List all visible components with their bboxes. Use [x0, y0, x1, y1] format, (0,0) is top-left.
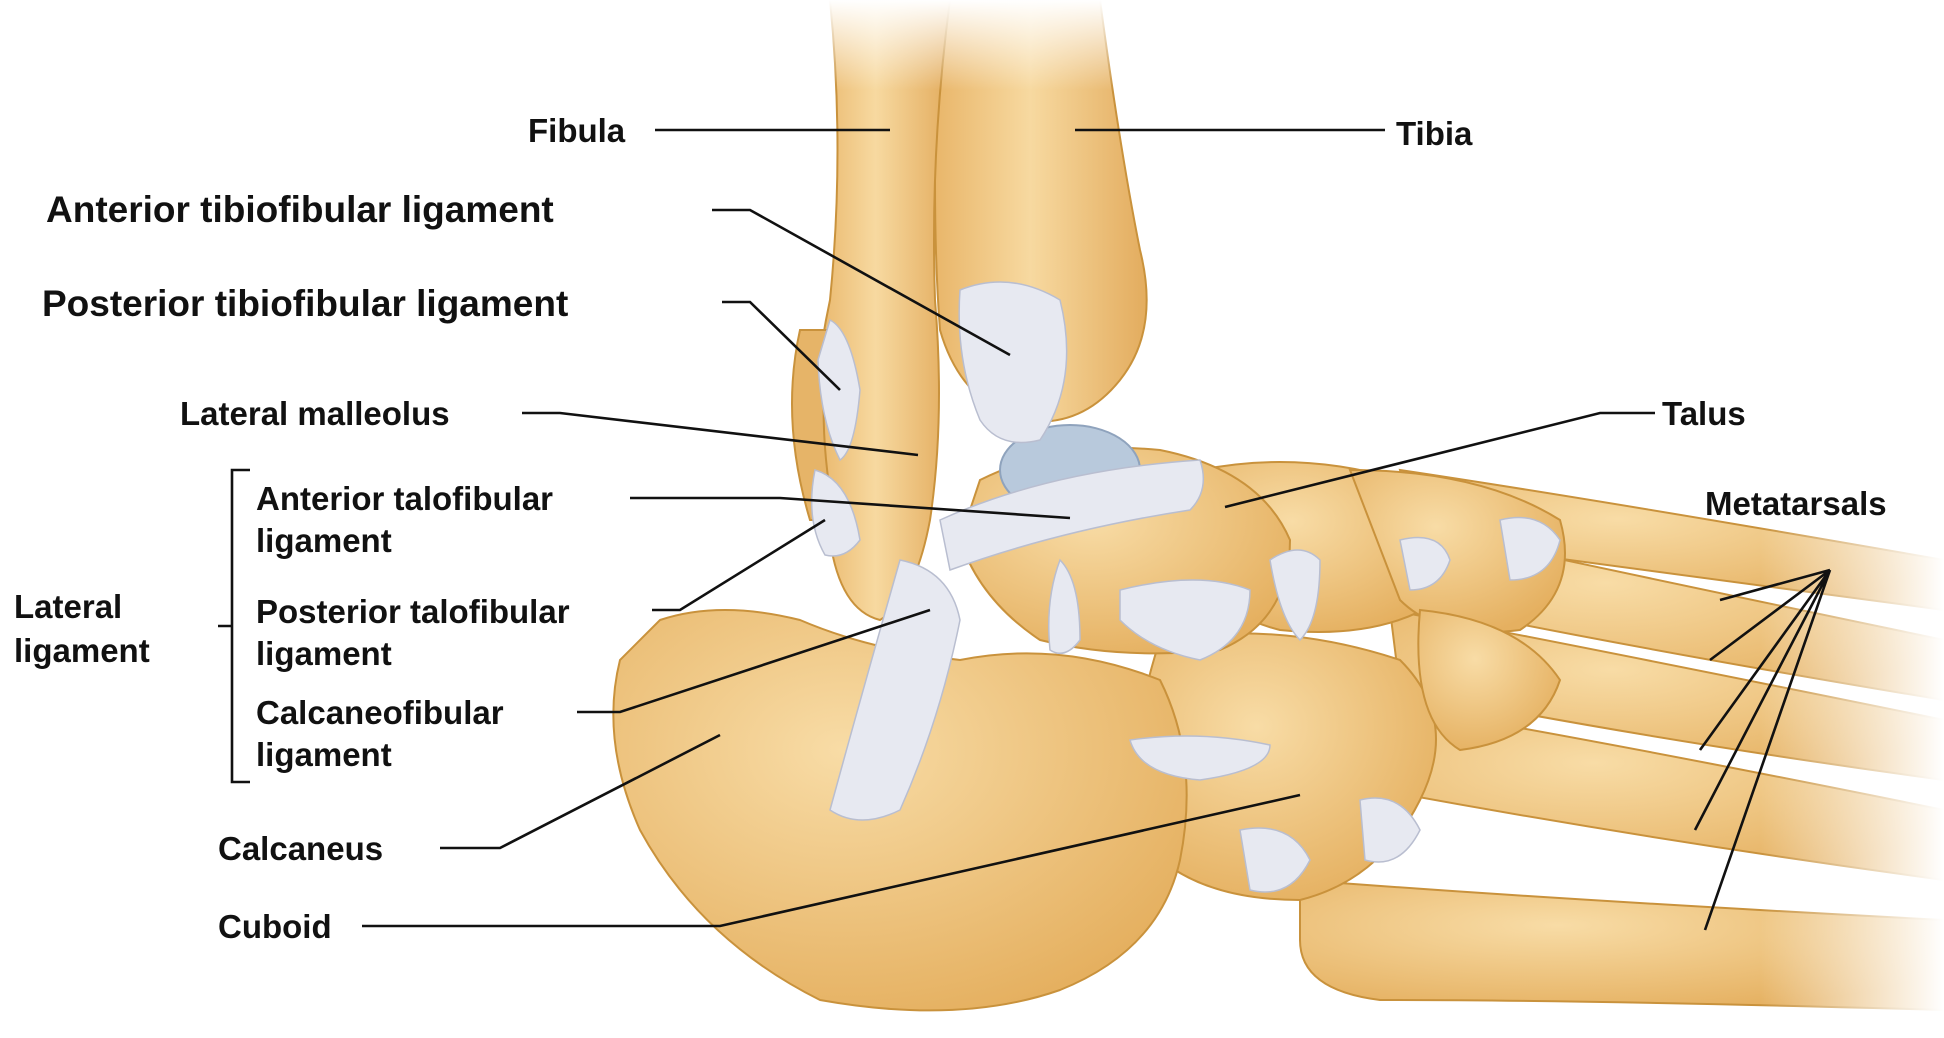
- lateral-ligament-bracket: [218, 470, 250, 782]
- posterior-talofibular-label-line1: Posterior talofibular: [256, 593, 570, 630]
- talus-label: Talus: [1662, 395, 1746, 432]
- anterior-talofibular-label-line1: Anterior talofibular: [256, 480, 553, 517]
- posterior-tibiofibular-label: Posterior tibiofibular ligament: [42, 283, 568, 324]
- cuboid-label: Cuboid: [218, 908, 332, 945]
- posterior-talofibular-label-line2: ligament: [256, 635, 392, 672]
- lateral-ligament-label-line2: ligament: [14, 632, 150, 669]
- cuneiform-bone: [1418, 610, 1560, 750]
- anterior-tibiofibular-ligament: [959, 282, 1066, 443]
- metatarsals-label: Metatarsals: [1705, 485, 1887, 522]
- lateral-ligament-label-line1: Lateral: [14, 588, 122, 625]
- anterior-tibiofibular-label: Anterior tibiofibular ligament: [46, 189, 554, 230]
- anterior-talofibular-label-line2: ligament: [256, 522, 392, 559]
- calcaneus-label: Calcaneus: [218, 830, 383, 867]
- fibula-label: Fibula: [528, 112, 626, 149]
- calcaneofibular-label-line2: ligament: [256, 736, 392, 773]
- posterior-talofibular-leader: [652, 520, 825, 610]
- calcaneofibular-label-line1: Calcaneofibular: [256, 694, 504, 731]
- lateral-malleolus-label: Lateral malleolus: [180, 395, 450, 432]
- tibia-label: Tibia: [1396, 115, 1473, 152]
